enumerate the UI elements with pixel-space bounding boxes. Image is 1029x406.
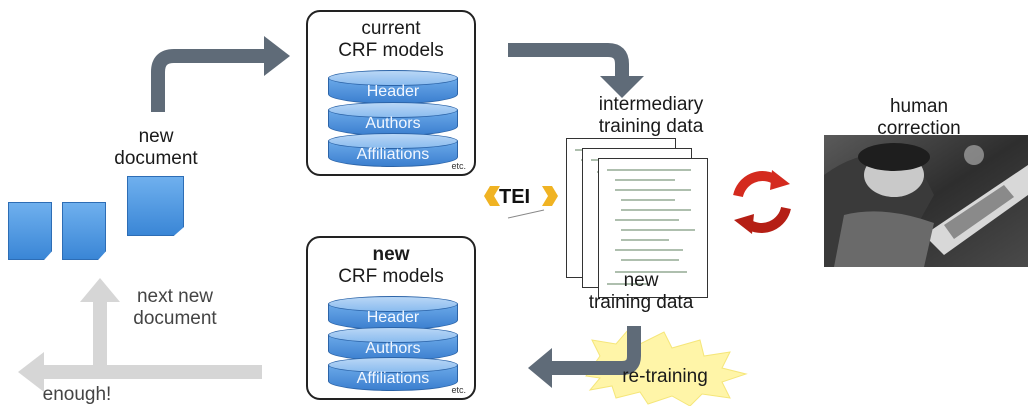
- etc-label: etc.: [451, 385, 466, 395]
- new-training-data-label: new training data: [588, 270, 694, 313]
- model-label: Affiliations: [356, 370, 430, 387]
- new-document-label: new document: [114, 126, 198, 169]
- model-header-cylinder: Header: [328, 70, 458, 104]
- model-label: Header: [366, 83, 420, 100]
- tei-logo: [484, 186, 558, 219]
- model-header-cylinder: Header: [328, 296, 458, 330]
- arrow-head: [264, 36, 290, 76]
- document-icon: [62, 202, 106, 260]
- enough-label: enough!: [42, 384, 112, 405]
- arrow-head: [18, 352, 44, 392]
- new-document-icon: [127, 176, 184, 236]
- arrow-to-intermediary: [508, 43, 629, 78]
- model-label: Authors: [365, 115, 421, 132]
- human-correction-photo: [824, 135, 1028, 267]
- arrow-head: [80, 278, 120, 302]
- model-affiliations-cylinder: Affiliations: [328, 133, 458, 167]
- refresh-cycle-icon: [733, 170, 791, 234]
- new-box-title-line1: new: [308, 244, 474, 266]
- model-label: Header: [366, 309, 420, 326]
- new-crf-models-box: new CRF models Header Authors Affiliatio…: [306, 236, 476, 400]
- model-label: Affiliations: [356, 146, 430, 163]
- current-box-title-line1: current: [361, 18, 421, 39]
- model-affiliations-cylinder: Affiliations: [328, 357, 458, 391]
- etc-label: etc.: [451, 161, 466, 171]
- model-label: Authors: [365, 340, 421, 357]
- model-authors-cylinder: Authors: [328, 102, 458, 136]
- arrow-head: [600, 76, 644, 98]
- arrow-head: [528, 348, 552, 388]
- current-crf-models-box: current CRF models Header Authors Affili…: [306, 10, 476, 176]
- arrow-to-current-models: [151, 49, 268, 112]
- intermediary-training-data-label: intermediary training data: [598, 94, 704, 137]
- tei-text: TEI: [499, 186, 531, 208]
- arrow-to-new-models: [550, 326, 641, 375]
- new-box-title-bold: new: [372, 244, 410, 265]
- next-new-document-label: next new document: [133, 286, 217, 329]
- human-correction-label: human correction: [877, 96, 961, 139]
- re-training-label: re-training: [622, 366, 708, 387]
- model-authors-cylinder: Authors: [328, 327, 458, 361]
- document-icon: [8, 202, 52, 260]
- new-box-title-line2: CRF models: [338, 266, 444, 287]
- current-box-title-line2: CRF models: [338, 40, 444, 61]
- xml-page-front: [598, 158, 708, 298]
